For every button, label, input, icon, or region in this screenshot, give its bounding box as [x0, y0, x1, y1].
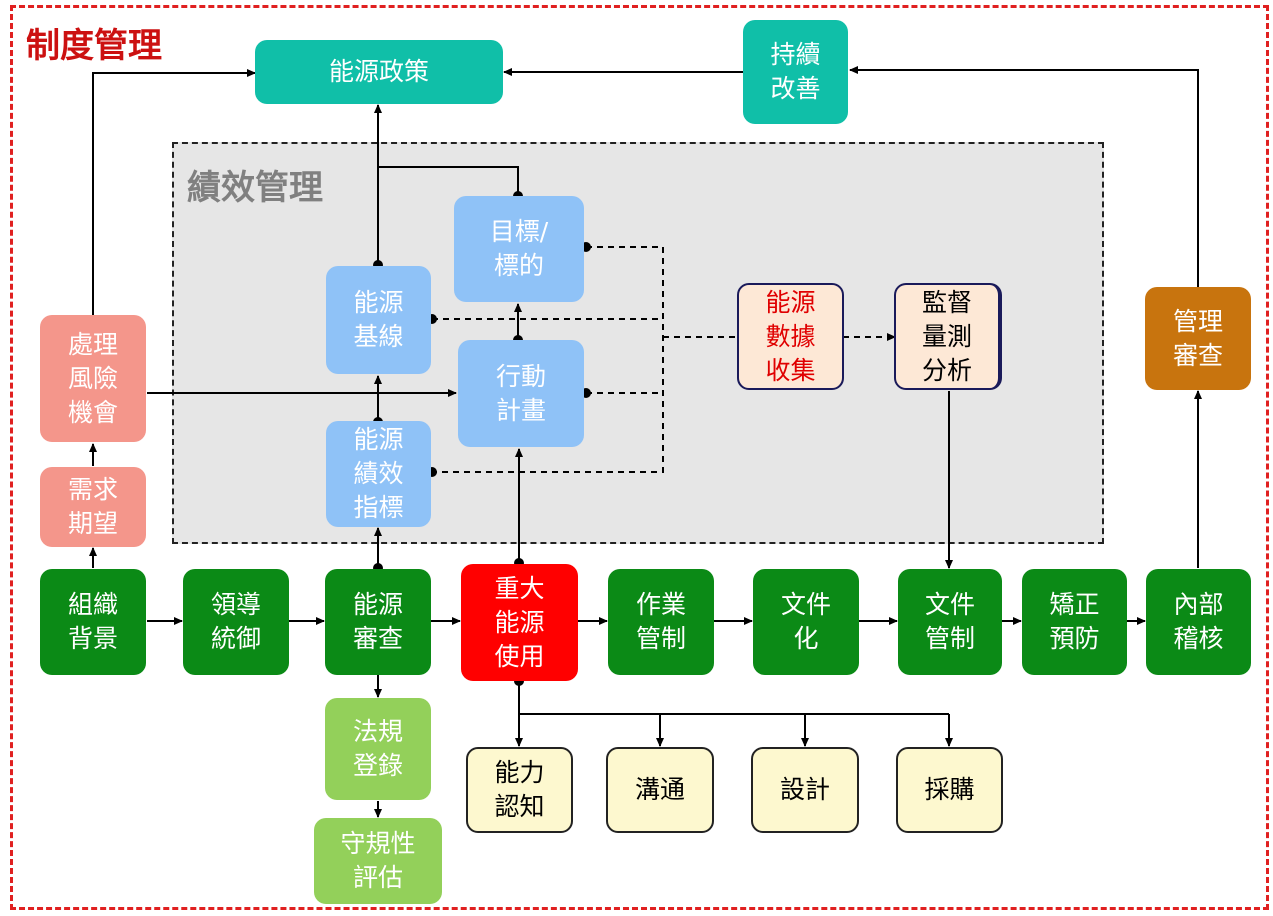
monitoring-measurement-node: 監督 量測 分析	[894, 283, 1002, 390]
design-node: 設計	[751, 747, 859, 833]
performance-area-title: 績效管理	[187, 168, 323, 208]
significant-energy-use-node: 重大 能源 使用	[461, 564, 578, 681]
energy-baseline-node: 能源 基線	[326, 266, 431, 374]
legal-registration-node: 法規 登錄	[325, 698, 431, 800]
procurement-node: 採購	[896, 747, 1003, 833]
objectives-targets-node: 目標/ 標的	[454, 196, 584, 302]
competence-awareness-node: 能力 認知	[466, 747, 573, 833]
continual-improvement-node: 持續 改善	[743, 20, 848, 124]
management-review-node: 管理 審查	[1145, 287, 1251, 390]
arrow-risks-to-policy	[92, 69, 256, 315]
leadership-node: 領導 統御	[183, 569, 289, 675]
organization-context-node: 組織 背景	[40, 569, 146, 675]
energy-policy-node: 能源政策	[255, 40, 503, 104]
energy-review-node: 能源 審查	[325, 569, 431, 675]
management-system-frame	[10, 5, 1269, 910]
line-policy-to-objectives	[378, 166, 519, 196]
risks-opportunities-node: 處理 風險 機會	[40, 315, 146, 442]
needs-expectations-node: 需求 期望	[40, 467, 146, 547]
communication-node: 溝通	[606, 747, 714, 833]
compliance-evaluation-node: 守規性 評估	[314, 818, 442, 904]
enpi-node: 能源 績效 指標	[326, 421, 431, 527]
documentation-node: 文件 化	[753, 569, 859, 675]
line-seu-support-bus	[518, 681, 949, 715]
document-control-node: 文件 管制	[898, 569, 1002, 675]
internal-audit-node: 內部 稽核	[1146, 569, 1251, 675]
corrective-preventive-node: 矯正 預防	[1022, 569, 1127, 675]
main-title: 制度管理	[26, 26, 162, 66]
action-plan-node: 行動 計畫	[458, 340, 584, 447]
energy-data-collection-node: 能源 數據 收集	[737, 283, 844, 390]
arrow-review-to-improvement	[849, 66, 1199, 287]
operational-control-node: 作業 管制	[608, 569, 714, 675]
